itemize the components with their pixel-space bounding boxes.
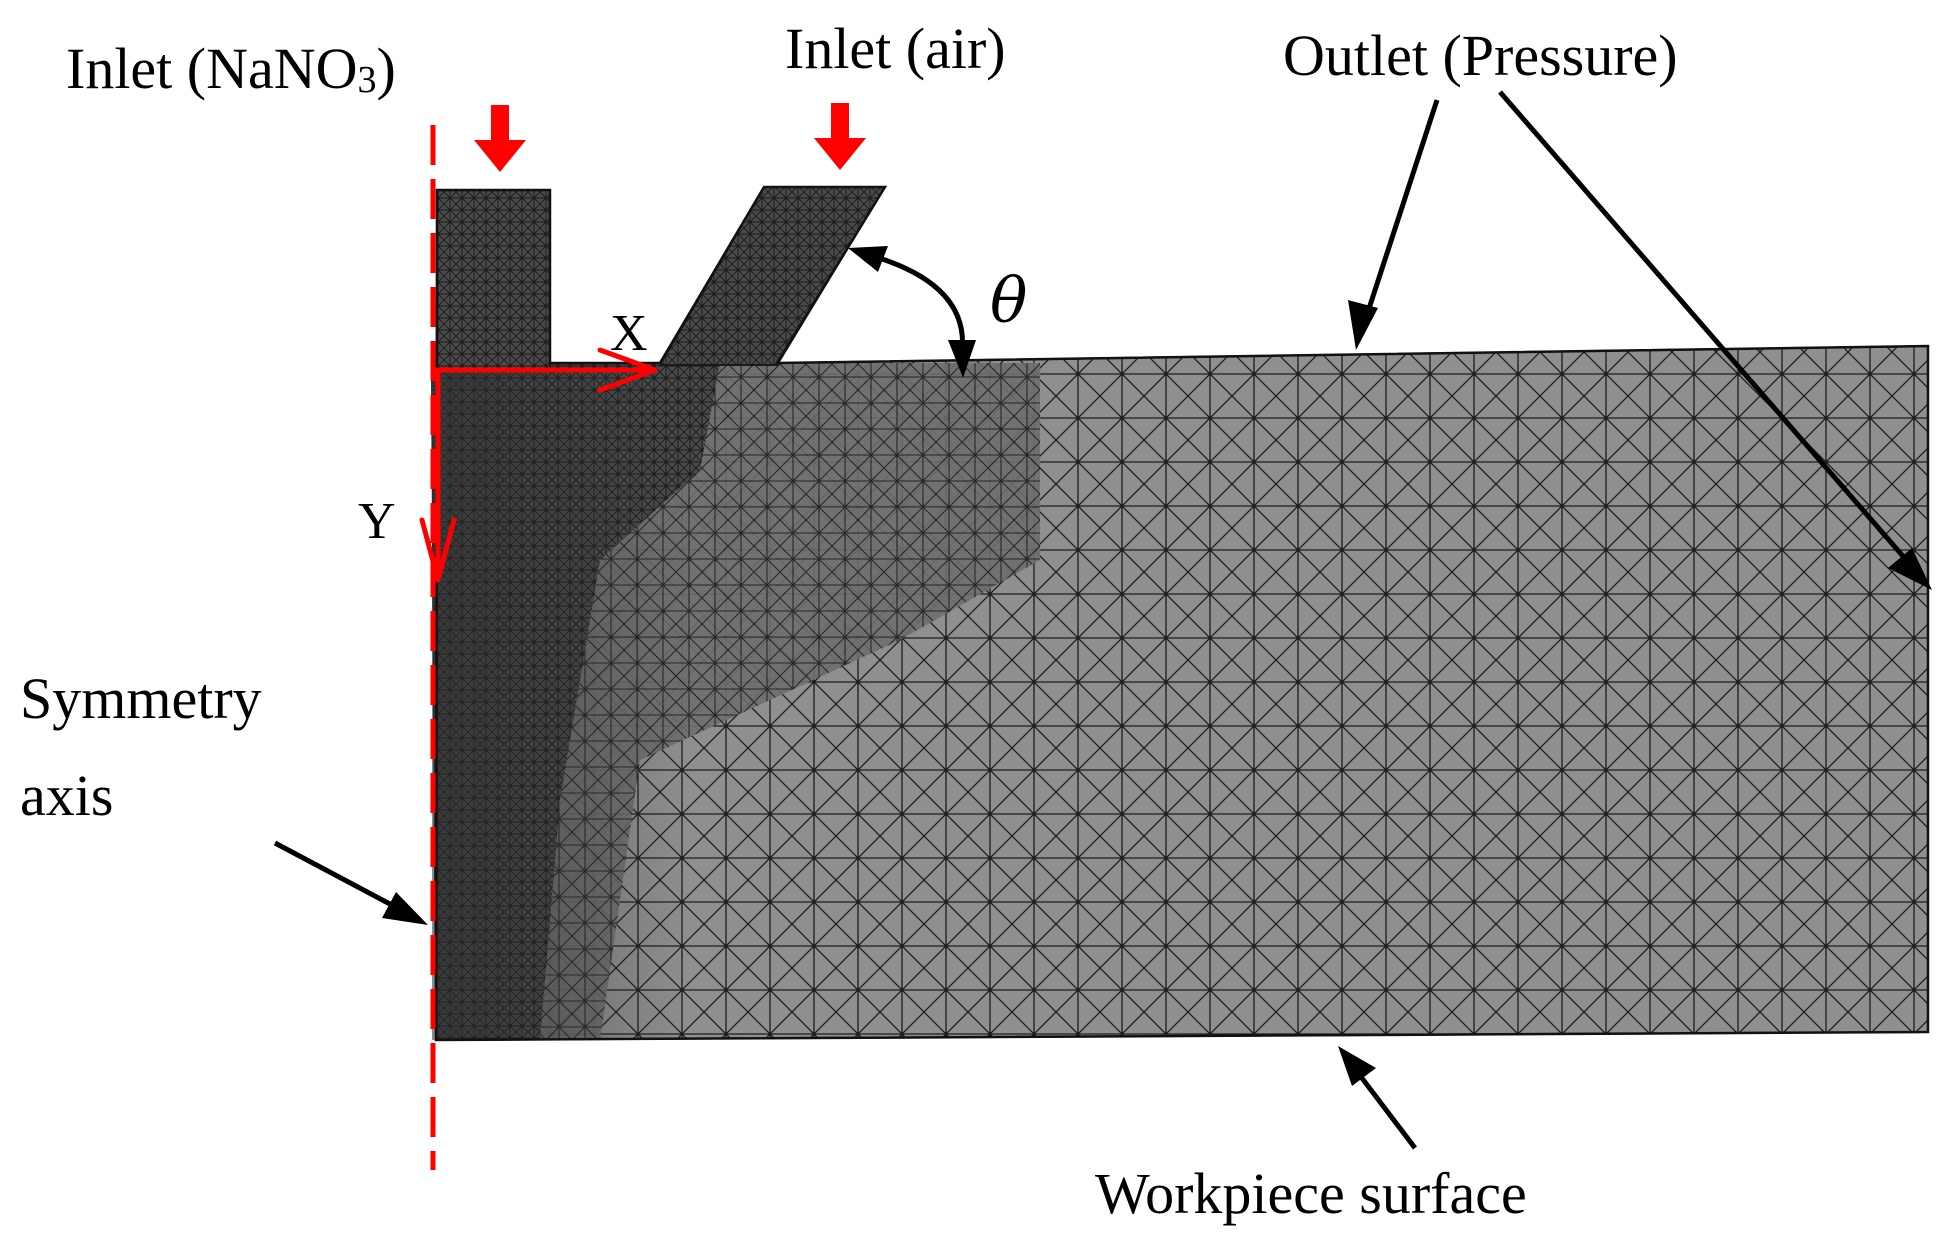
symmetry-axis-pointer <box>273 840 428 925</box>
symmetry-axis-label-line1: Symmetry <box>20 666 262 731</box>
air-inlet-arrow <box>814 103 866 170</box>
nano3-inlet-arrow <box>474 105 526 172</box>
workpiece-surface-label: Workpiece surface <box>1095 1161 1527 1226</box>
outlet-arrow-right <box>1498 90 1932 590</box>
mesh-domain <box>430 185 1930 1042</box>
mesh-air-inlet-channel <box>658 186 887 366</box>
y-axis-label: Y <box>358 493 396 550</box>
inlet-air-label: Inlet (air) <box>785 16 1006 81</box>
mesh-outline <box>434 185 1930 1042</box>
mesh-density-shade <box>432 363 692 1040</box>
x-axis-arrow <box>433 347 658 393</box>
inlet-nano3-label: Inlet (NaNO3) <box>66 36 396 101</box>
symmetry-axis-label-line2: axis <box>20 763 113 828</box>
y-axis-arrow <box>419 370 457 583</box>
outlet-arrow-top <box>1348 99 1440 350</box>
workpiece-pointer <box>1338 1046 1417 1150</box>
mesh-nano3-inlet-channel <box>436 189 551 371</box>
theta-label: θ <box>990 264 1027 337</box>
x-axis-label: X <box>610 305 648 362</box>
theta-angle-arc <box>848 246 976 378</box>
outlet-label: Outlet (Pressure) <box>1283 23 1678 88</box>
